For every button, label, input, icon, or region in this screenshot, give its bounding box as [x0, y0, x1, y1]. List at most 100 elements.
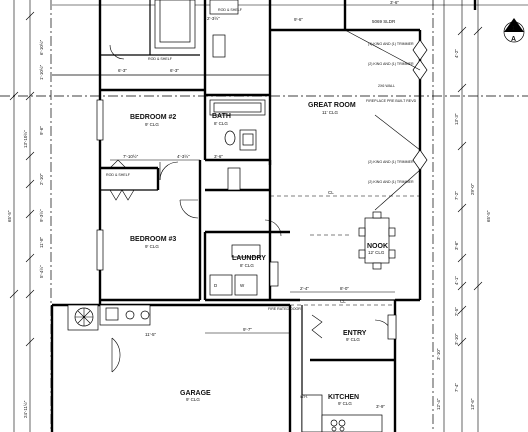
window-marker-1	[412, 39, 428, 61]
window-marker-3	[412, 149, 428, 171]
dim-left-4: 2'-10"	[39, 173, 44, 185]
dim-left-2: 1'-10½"	[38, 64, 44, 80]
window-line-c	[374, 169, 421, 211]
garage-fixture-1	[125, 310, 135, 320]
dim-right-7: 3'-10"	[454, 333, 459, 345]
hall-linen	[227, 167, 241, 191]
entry-closet-door	[311, 314, 323, 339]
dim-2-4: 2'-4"	[300, 286, 309, 291]
grid-bubble-number: 1	[512, 26, 515, 32]
water-heater-spokes	[75, 308, 93, 326]
upper-vanity	[212, 34, 226, 58]
garage-door-swing	[111, 337, 121, 373]
kitchen-counter-bottom	[321, 414, 383, 432]
dim-right-10: 13'-6"	[470, 398, 475, 410]
dim-right-total2: 65'-5"	[486, 210, 491, 222]
window-line-b	[374, 114, 421, 151]
room-name-bedroom3: BEDROOM #3	[130, 236, 176, 243]
nook-chair-4	[388, 249, 396, 259]
room-name-nook: NOOK	[367, 243, 388, 250]
note-fire-door: FIRE RATED DOOR	[268, 307, 301, 311]
dim-right-total: 29'-0"	[470, 183, 475, 195]
window-line-a	[344, 29, 421, 71]
grid-bubble-arrow	[504, 18, 524, 32]
dim-top-4: 5069 SLDR	[372, 19, 396, 24]
room-ceiling-bedroom2: 9' CLG	[145, 122, 159, 127]
dim-right-8: 12'-4"	[436, 398, 441, 410]
room-ceiling-great-room: 11' CLG	[322, 110, 339, 115]
room-name-garage: GARAGE	[180, 390, 211, 397]
dim-right-11: 3'-10"	[436, 348, 441, 360]
dim-6-3a: 6'-3"	[118, 68, 127, 73]
note-rod-shelf-bed3: ROD & SHELF	[106, 173, 131, 177]
nook-chair-6	[372, 262, 382, 270]
bed3-window	[96, 229, 104, 271]
nook-chair-1	[358, 227, 366, 237]
bath-tub-inner	[213, 102, 262, 113]
right-dim-ticks	[457, 26, 483, 347]
garage-sink	[105, 307, 119, 321]
dim-right-3: 7'-2"	[454, 191, 459, 200]
grid-bubble-label: A	[511, 36, 516, 43]
washer	[234, 274, 258, 296]
dim-left-8: 13'-10½"	[22, 130, 28, 148]
dim-right-4: 3'-6"	[454, 241, 459, 250]
dim-top-3: 3'-6"	[390, 0, 399, 5]
room-ceiling-kitchen: 9' CLG	[338, 401, 352, 406]
bed2-window	[96, 99, 104, 141]
room-ceiling-nook: 12' CLG	[368, 250, 385, 255]
dim-11-5: 11'-5"	[145, 332, 157, 337]
left-dim-ticks	[9, 11, 35, 347]
door-swing-bed2	[159, 161, 179, 181]
note-king-trimmer-4: (2) KING AND (1) TRIMMER	[368, 180, 414, 184]
nook-chair-3	[388, 227, 396, 237]
burner-1	[330, 419, 338, 427]
laundry-door-frame	[269, 261, 279, 287]
door-swing-bed3	[179, 199, 199, 219]
dim-6-3b: 6'-3"	[170, 68, 179, 73]
room-name-great-room: GREAT ROOM	[308, 102, 356, 109]
room-name-entry: ENTRY	[343, 330, 367, 337]
dim-8-0: 8'-0"	[340, 286, 349, 291]
dim-left-6: 11'-8"	[39, 236, 44, 248]
bath-sink	[242, 133, 254, 146]
note-rod-shelf-upper: ROD & SHELF	[148, 57, 173, 61]
dim-4-3: 4'-3½"	[177, 153, 190, 159]
room-name-laundry: LAUNDRY	[232, 255, 266, 262]
dim-right-5: 4'-1"	[454, 276, 459, 285]
dim-left-total: 65'-5"	[7, 210, 12, 222]
bath-toilet	[224, 130, 236, 146]
upper-tub-inner	[159, 0, 191, 43]
room-name-kitchen: KITCHEN	[328, 394, 359, 401]
dim-right-1: 4'-2"	[454, 49, 459, 58]
dryer	[209, 274, 233, 296]
room-ceiling-bath: 8' CLG	[214, 121, 228, 126]
nook-chair-5	[372, 211, 382, 219]
note-wh: W.H.	[300, 395, 308, 399]
room-ceiling-bedroom3: 9' CLG	[145, 244, 159, 249]
door-swing-laundry	[264, 219, 282, 237]
dim-7-10: 7'-10½"	[123, 153, 139, 159]
room-ceiling-laundry: 8' CLG	[240, 263, 254, 268]
dim-left-9: 24'-11½"	[22, 400, 28, 418]
burner-2	[338, 419, 346, 427]
dim-right-2: 13'-3"	[454, 113, 459, 125]
dim-3-6: 3'-6"	[214, 154, 223, 159]
nook-chair-2	[358, 249, 366, 259]
dim-top-1: 2'-3½"	[207, 15, 220, 21]
dim-left-1: 6'-10½"	[38, 39, 44, 55]
kitchen-counter-left	[301, 394, 323, 432]
burner-4	[339, 426, 345, 432]
room-name-bath: BATH	[212, 113, 231, 120]
room-ceiling-garage: 9' CLG	[186, 397, 200, 402]
label-dryer: D	[214, 283, 218, 288]
label-cl-entry: CL	[340, 299, 346, 304]
bed3-closet-door	[109, 189, 135, 201]
dim-9-7: 9'-7"	[243, 327, 252, 332]
door-swing-upper	[109, 44, 125, 60]
dim-top-2: 9'-6"	[294, 17, 303, 22]
note-rod-shelf-top: ROD & SHELF	[218, 8, 243, 12]
dim-3-9: 3'-9"	[376, 404, 385, 409]
label-washer: W	[240, 283, 245, 288]
